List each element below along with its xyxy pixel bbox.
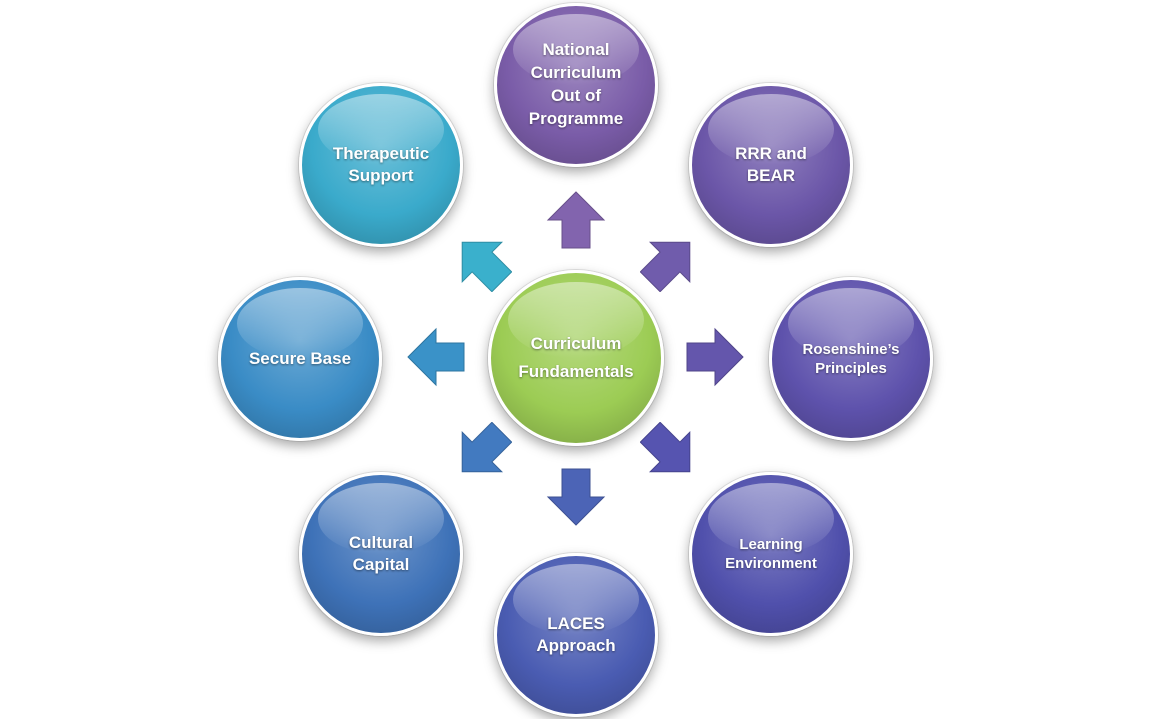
- arrow-shape: [640, 241, 691, 292]
- arrow-shape: [546, 468, 606, 526]
- arrow-shape: [686, 327, 744, 387]
- node-label: Secure Base: [248, 348, 352, 368]
- node-label: Cultural Capital: [348, 532, 414, 574]
- arrow-down-right-path: [640, 422, 691, 473]
- node-national-curriculum: National Curriculum Out of Programme: [494, 3, 658, 167]
- node-learning-environment: Learning Environment: [689, 472, 853, 636]
- node-rrr-bear: RRR and BEAR: [689, 83, 853, 247]
- arrow-right-path: [686, 327, 744, 387]
- arrow-up: [546, 190, 606, 250]
- arrow-up-right-path: [640, 241, 691, 292]
- arrow-shape: [640, 422, 691, 473]
- node-label: RRR and BEAR: [735, 143, 807, 185]
- arrow-shape: [461, 422, 512, 473]
- arrow-up-left-path: [461, 241, 512, 292]
- center-node-label: Curriculum Fundamentals: [518, 333, 634, 381]
- arrow-up-path: [546, 191, 606, 249]
- arrow-down-left: [452, 422, 512, 482]
- arrow-shape: [546, 191, 606, 249]
- node-label: Rosenshine’s Principles: [802, 340, 900, 378]
- node-secure-base: Secure Base: [218, 277, 382, 441]
- arrow-down-left-path: [461, 422, 512, 473]
- node-therapeutic-support: Therapeutic Support: [299, 83, 463, 247]
- node-laces-approach: LACES Approach: [494, 553, 658, 717]
- arrow-left-path: [407, 327, 465, 387]
- node-label: LACES Approach: [536, 613, 616, 655]
- arrow-left: [406, 327, 466, 387]
- node-cultural-capital: Cultural Capital: [299, 472, 463, 636]
- arrow-right: [685, 327, 745, 387]
- arrow-up-left: [452, 232, 512, 292]
- arrow-down: [546, 467, 606, 527]
- node-label: Therapeutic Support: [332, 143, 430, 185]
- node-label: Learning Environment: [725, 535, 817, 573]
- arrow-down-path: [546, 468, 606, 526]
- node-rosenshine-principles: Rosenshine’s Principles: [769, 277, 933, 441]
- arrow-shape: [461, 241, 512, 292]
- arrow-shape: [407, 327, 465, 387]
- center-node-curriculum-fundamentals: Curriculum Fundamentals: [488, 270, 664, 446]
- arrow-up-right: [640, 232, 700, 292]
- arrow-down-right: [640, 422, 700, 482]
- node-label: National Curriculum Out of Programme: [528, 40, 624, 128]
